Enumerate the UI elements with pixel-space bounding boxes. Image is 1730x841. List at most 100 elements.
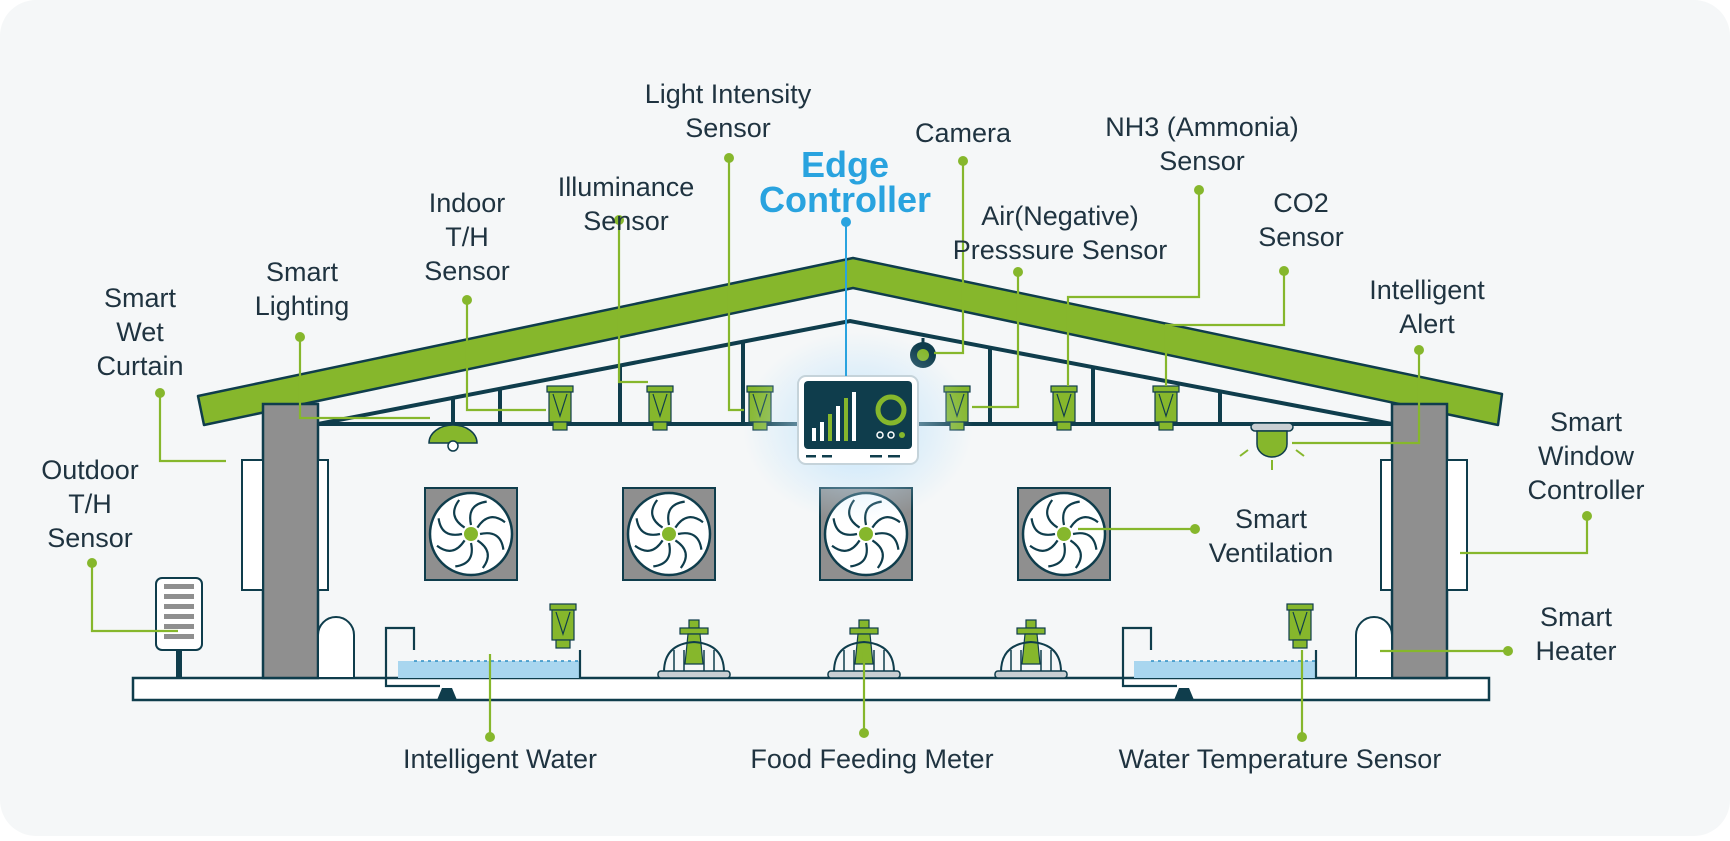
label-line: Smart: [1550, 407, 1623, 437]
label-nh3: NH3 (Ammonia) Sensor: [1105, 112, 1299, 176]
label-line: Sensor: [583, 206, 669, 236]
leader-smart-window-dot: [1582, 511, 1592, 521]
sensor-icon: [1050, 385, 1078, 431]
label-line: Food Feeding Meter: [750, 744, 993, 774]
leader-intelligent-alert: [1292, 350, 1421, 445]
water-trough-icon: [1121, 626, 1318, 700]
label-line: Sensor: [47, 523, 133, 553]
sensor-icon: [546, 385, 574, 431]
alert-lamp-icon: [1239, 422, 1305, 470]
label-line: Illuminance: [558, 172, 695, 202]
leader-camera: [934, 161, 965, 355]
label-line: Ventilation: [1209, 538, 1334, 568]
sensor-icon: [1286, 603, 1314, 649]
edge-controller-title-line1: Edge: [801, 144, 889, 185]
smart-window-panel: [1446, 459, 1468, 591]
leader-light-intensity-dot: [724, 153, 734, 163]
leader-smart-window: [1460, 516, 1589, 555]
label-line: NH3 (Ammonia): [1105, 112, 1299, 142]
label-line: Outdoor: [41, 455, 139, 485]
fan-icon: [1017, 487, 1111, 581]
feeder-icon: [994, 619, 1068, 679]
leader-co2-dot: [1279, 266, 1289, 276]
leader-wet-curtain-dot: [155, 388, 165, 398]
fan-icon: [622, 487, 716, 581]
leader-outdoor-th: [90, 563, 178, 633]
label-line: Wet: [116, 317, 164, 347]
leader-intelligent-alert-dot: [1414, 345, 1424, 355]
leader-smart-lighting-dot: [295, 332, 305, 342]
wall-panel-right: [1380, 459, 1393, 591]
label-line: Sensor: [1159, 146, 1245, 176]
edge-controller-icon: [743, 332, 973, 522]
label-air-pressure: Air(Negative)Presssure Sensor: [953, 201, 1168, 265]
label-line: Indoor: [429, 188, 506, 218]
leader-nh3-dot: [1194, 185, 1204, 195]
sensor-icon: [646, 385, 674, 431]
floor-slab: [131, 676, 1491, 702]
wet-curtain-panel: [241, 459, 264, 591]
sensor-icon: [549, 603, 577, 649]
label-line: CO2: [1273, 188, 1329, 218]
leader-wet-curtain: [158, 393, 226, 463]
leader-camera-dot: [958, 156, 968, 166]
leader-air-pressure-dot: [1013, 267, 1023, 277]
label-line: T/H: [445, 222, 489, 252]
leader-lines: [87, 153, 1592, 742]
label-line: Water Temperature Sensor: [1119, 744, 1442, 774]
label-food-feeding: Food Feeding Meter: [750, 744, 993, 774]
leader-light-intensity: [727, 158, 744, 412]
label-camera: Camera: [915, 118, 1012, 148]
heater-icon: [1355, 616, 1393, 679]
label-water-temp: Water Temperature Sensor: [1119, 744, 1442, 774]
leader-co2: [1164, 271, 1286, 386]
label-line: Presssure Sensor: [953, 235, 1168, 265]
edge-controller-leader-dot: [841, 217, 851, 227]
label-line: Alert: [1399, 309, 1455, 339]
label-line: Intelligent: [1369, 275, 1485, 305]
label-line: Curtain: [96, 351, 183, 381]
leader-water-temp-dot: [1297, 732, 1307, 742]
leader-smart-lighting: [298, 337, 430, 420]
label-line: Smart: [104, 283, 177, 313]
roof: [196, 256, 1504, 427]
label-line: Sensor: [424, 256, 510, 286]
heater-icon: [317, 616, 355, 679]
label-line: T/H: [68, 489, 112, 519]
sensor-icon: [1152, 385, 1180, 431]
fan-icon: [424, 487, 518, 581]
label-line: Sensor: [1258, 222, 1344, 252]
label-line: Intelligent Water: [403, 744, 597, 774]
leader-illuminance: [617, 220, 648, 384]
label-line: Heater: [1535, 636, 1616, 666]
label-line: Sensor: [685, 113, 771, 143]
leader-smart-heater-dot: [1503, 646, 1513, 656]
leader-air-pressure: [972, 272, 1020, 409]
leader-intelligent-water-dot: [485, 732, 495, 742]
leader-nh3: [1066, 190, 1201, 386]
leader-outdoor-th-dot: [87, 558, 97, 568]
leader-indoor-th: [465, 300, 546, 412]
leader-smart-ventilation-dot: [1190, 524, 1200, 534]
lamp-icon: [428, 424, 478, 452]
label-line: Light Intensity: [645, 79, 812, 109]
label-line: Smart: [1540, 602, 1613, 632]
wall-panel-left: [317, 459, 329, 591]
label-line: Smart: [1235, 504, 1308, 534]
leader-indoor-th-dot: [462, 295, 472, 305]
right-pillar: [1390, 402, 1449, 680]
